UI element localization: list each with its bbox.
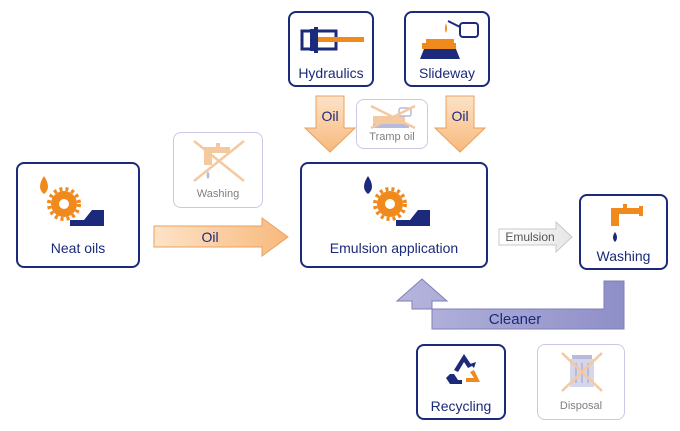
hydraulics-label: Hydraulics	[298, 65, 364, 81]
cleaner-arrow-label: Cleaner	[488, 311, 542, 328]
washing-faded-box: Washing	[173, 132, 263, 208]
washing-box: Washing	[579, 194, 668, 270]
cleaner-arrow	[395, 278, 625, 330]
oil-arrow-right	[433, 95, 487, 153]
oil-arrow-main	[153, 217, 289, 257]
disposal-label: Disposal	[559, 400, 603, 412]
neat-oils-box: Neat oils	[16, 162, 140, 268]
oil-arrow-left-label: Oil	[321, 108, 339, 124]
recycling-label: Recycling	[430, 398, 492, 414]
emulsion-application-box: Emulsion application	[300, 162, 488, 268]
washing-faded-label: Washing	[196, 188, 240, 200]
tramp-oil-box: Tramp oil	[356, 99, 428, 149]
trash-bin-icon	[561, 352, 603, 392]
tramp-oil-label: Tramp oil	[369, 131, 415, 143]
gear-drop-icon-emulsion	[364, 176, 430, 226]
hydraulics-box: Hydraulics	[288, 11, 374, 87]
neat-oils-label: Neat oils	[50, 240, 106, 256]
recycling-box: Recycling	[416, 344, 506, 420]
recycle-icon	[446, 354, 480, 384]
gear-drop-icon	[40, 176, 104, 226]
emulsion-arrow-label: Emulsion	[505, 230, 555, 244]
oil-can-icon-faded	[370, 104, 416, 130]
emulsion-application-label: Emulsion application	[329, 240, 459, 256]
oil-can-icon	[420, 20, 479, 59]
slideway-label: Slideway	[418, 65, 476, 81]
oil-arrow-main-label: Oil	[201, 229, 219, 245]
washing-label: Washing	[596, 248, 651, 264]
slideway-box: Slideway	[404, 11, 490, 87]
hydraulic-cylinder-icon	[300, 27, 364, 53]
disposal-box: Disposal	[537, 344, 625, 420]
faucet-icon-faded	[193, 140, 245, 182]
faucet-icon	[611, 204, 643, 242]
oil-arrow-right-label: Oil	[451, 108, 469, 124]
oil-arrow-left	[303, 95, 357, 153]
emulsion-arrow	[498, 220, 573, 254]
